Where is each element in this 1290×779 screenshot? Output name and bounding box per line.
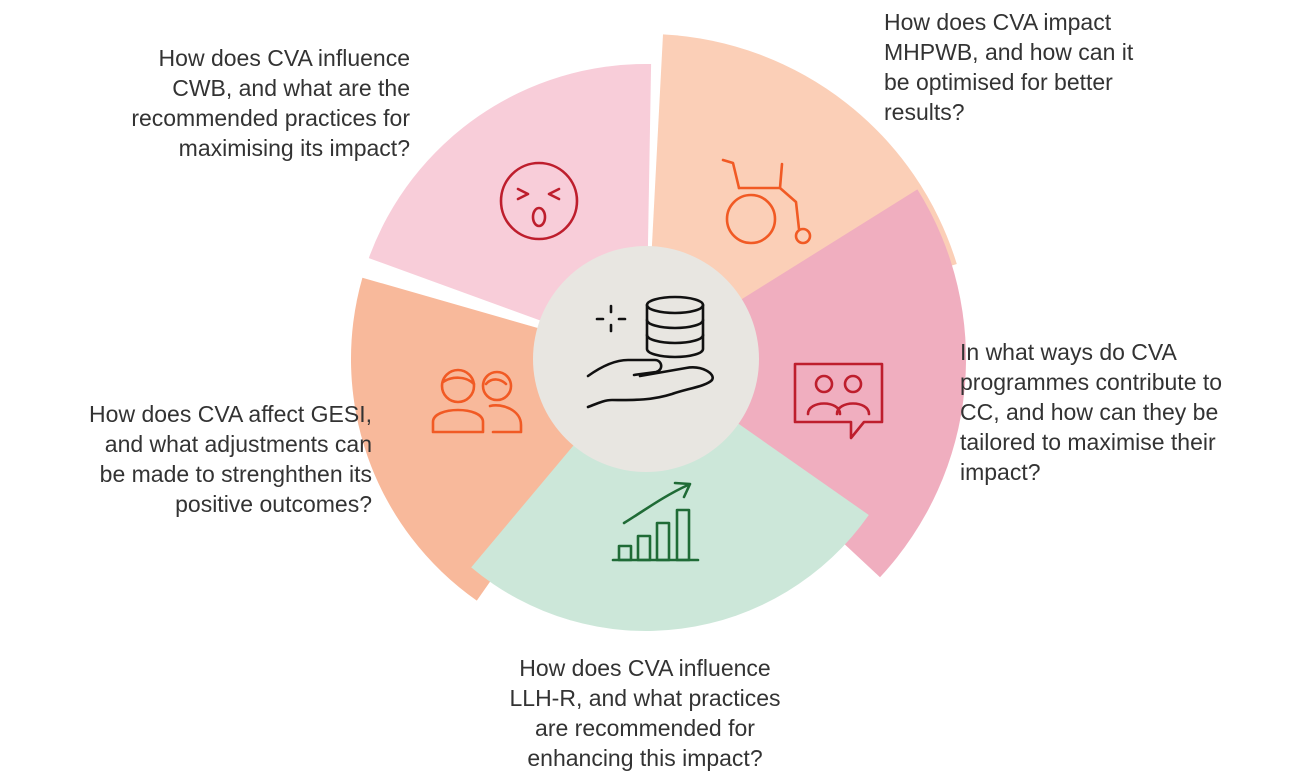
question-llh: How does CVA influence LLH-R, and what p… <box>509 655 781 771</box>
hand-holding-database-icon <box>586 295 714 409</box>
wheelchair-icon <box>721 158 812 245</box>
distressed-face-icon <box>499 161 579 241</box>
question-mhpwb: How does CVA impact MHPWB, and how can i… <box>884 9 1134 125</box>
question-cwb: How does CVA influence CWB, and what are… <box>131 45 410 161</box>
question-gesi: How does CVA affect GESI, and what adjus… <box>89 401 372 517</box>
growth-bar-chart-icon <box>611 481 700 562</box>
two-people-icon <box>431 368 523 434</box>
question-cc: In what ways do CVA programmes contribut… <box>960 339 1223 485</box>
segment-cc <box>646 189 966 578</box>
people-speech-bubble-icon <box>793 362 884 440</box>
